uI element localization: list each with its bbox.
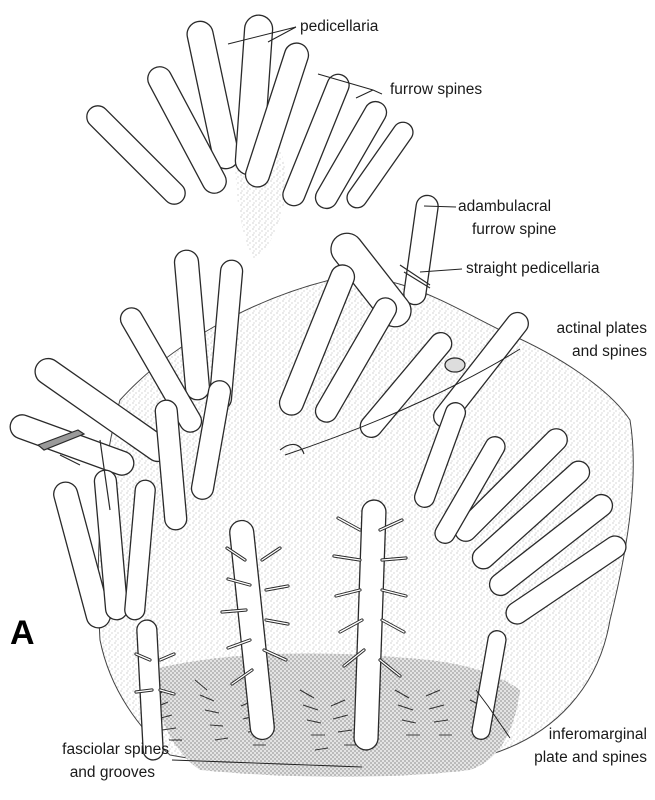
fasciolar-grooves-band [150,653,520,776]
label-adambulacral-2: furrow spine [472,221,556,239]
label-pedicellaria: pedicellaria [300,18,378,36]
label-straight-pedicellaria: straight pedicellaria [466,260,600,278]
label-fasciolar-2: and grooves [70,764,155,782]
label-adambulacral-1: adambulacral [458,198,551,216]
label-inferomarginal-1: inferomarginal [549,726,647,744]
panel-letter: A [10,614,35,653]
label-actinal-2: and spines [572,343,647,361]
label-furrow-spines: furrow spines [390,81,482,99]
label-inferomarginal-2: plate and spines [534,749,647,767]
label-fasciolar-1: fasciolar spines [62,741,169,759]
label-actinal-1: actinal plates [557,320,647,338]
